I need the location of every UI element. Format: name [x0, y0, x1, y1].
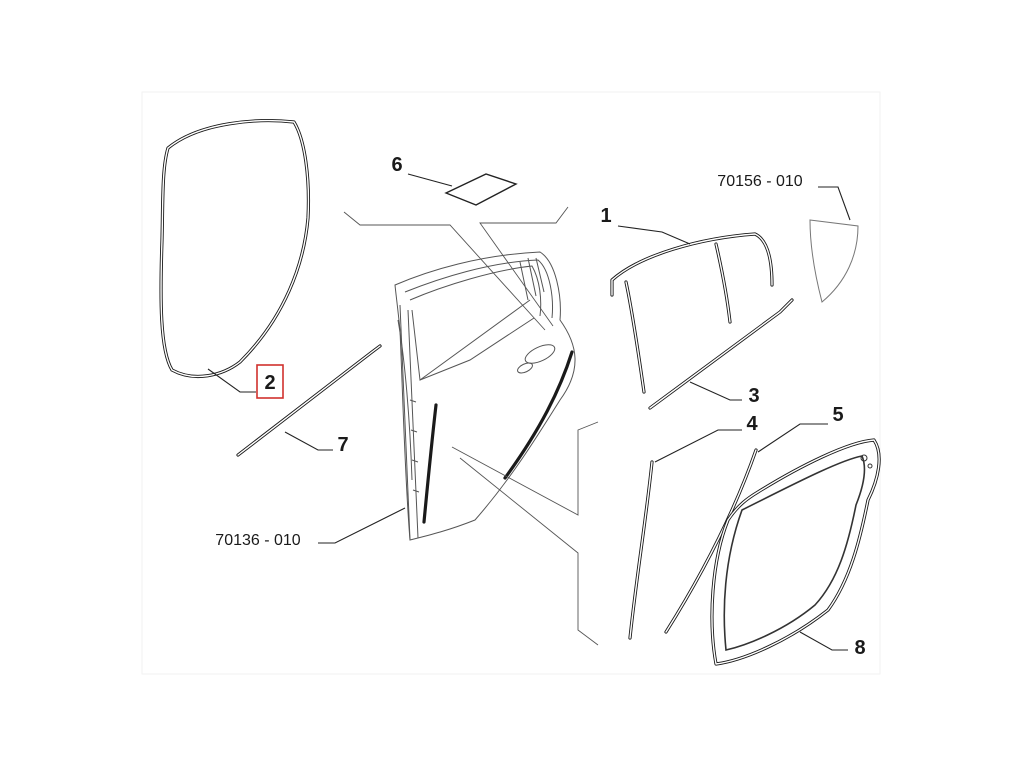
door-seal-strip-right [503, 350, 574, 480]
leader-3 [689, 381, 742, 401]
door-seal-part-2 [159, 119, 310, 378]
callout-6: 6 [391, 154, 402, 176]
belt-strip-part-7 [236, 344, 382, 457]
callout-5: 5 [832, 404, 843, 426]
pad-part-6 [444, 173, 518, 206]
seal-strip-part-4 [628, 460, 654, 640]
pointer-6b [479, 206, 569, 327]
pointer-6a [343, 211, 546, 331]
quarter-glass [809, 219, 859, 303]
seal-strip-part-5 [664, 448, 758, 634]
callout-4: 4 [746, 413, 758, 435]
highlight-frame-2 [256, 364, 284, 399]
callout-8: 8 [854, 637, 865, 659]
pointer-4-bottom [459, 457, 599, 646]
door-seal-strip-left [422, 403, 438, 524]
pointer-4-top [451, 421, 599, 516]
window-frame-part-1 [610, 232, 774, 394]
leader-2 [207, 368, 256, 393]
leader-7 [284, 431, 333, 451]
callout-2: 2 [264, 372, 275, 394]
callout-7: 7 [337, 434, 348, 456]
callout-3: 3 [748, 385, 759, 407]
leader-door [318, 507, 406, 544]
leader-1 [617, 225, 691, 245]
leader-5 [757, 423, 828, 453]
callout-1: 1 [600, 205, 611, 227]
leader-glass [818, 186, 851, 221]
leader-4 [654, 429, 742, 463]
ref-glass: 70156 - 010 [717, 173, 803, 190]
leader-8 [799, 631, 848, 651]
panel-seal-part-8 [710, 438, 881, 666]
door-shell [394, 251, 576, 541]
outer-belt-part-3 [648, 298, 794, 410]
ref-door: 70136 - 010 [215, 532, 301, 549]
leader-6 [407, 173, 453, 187]
